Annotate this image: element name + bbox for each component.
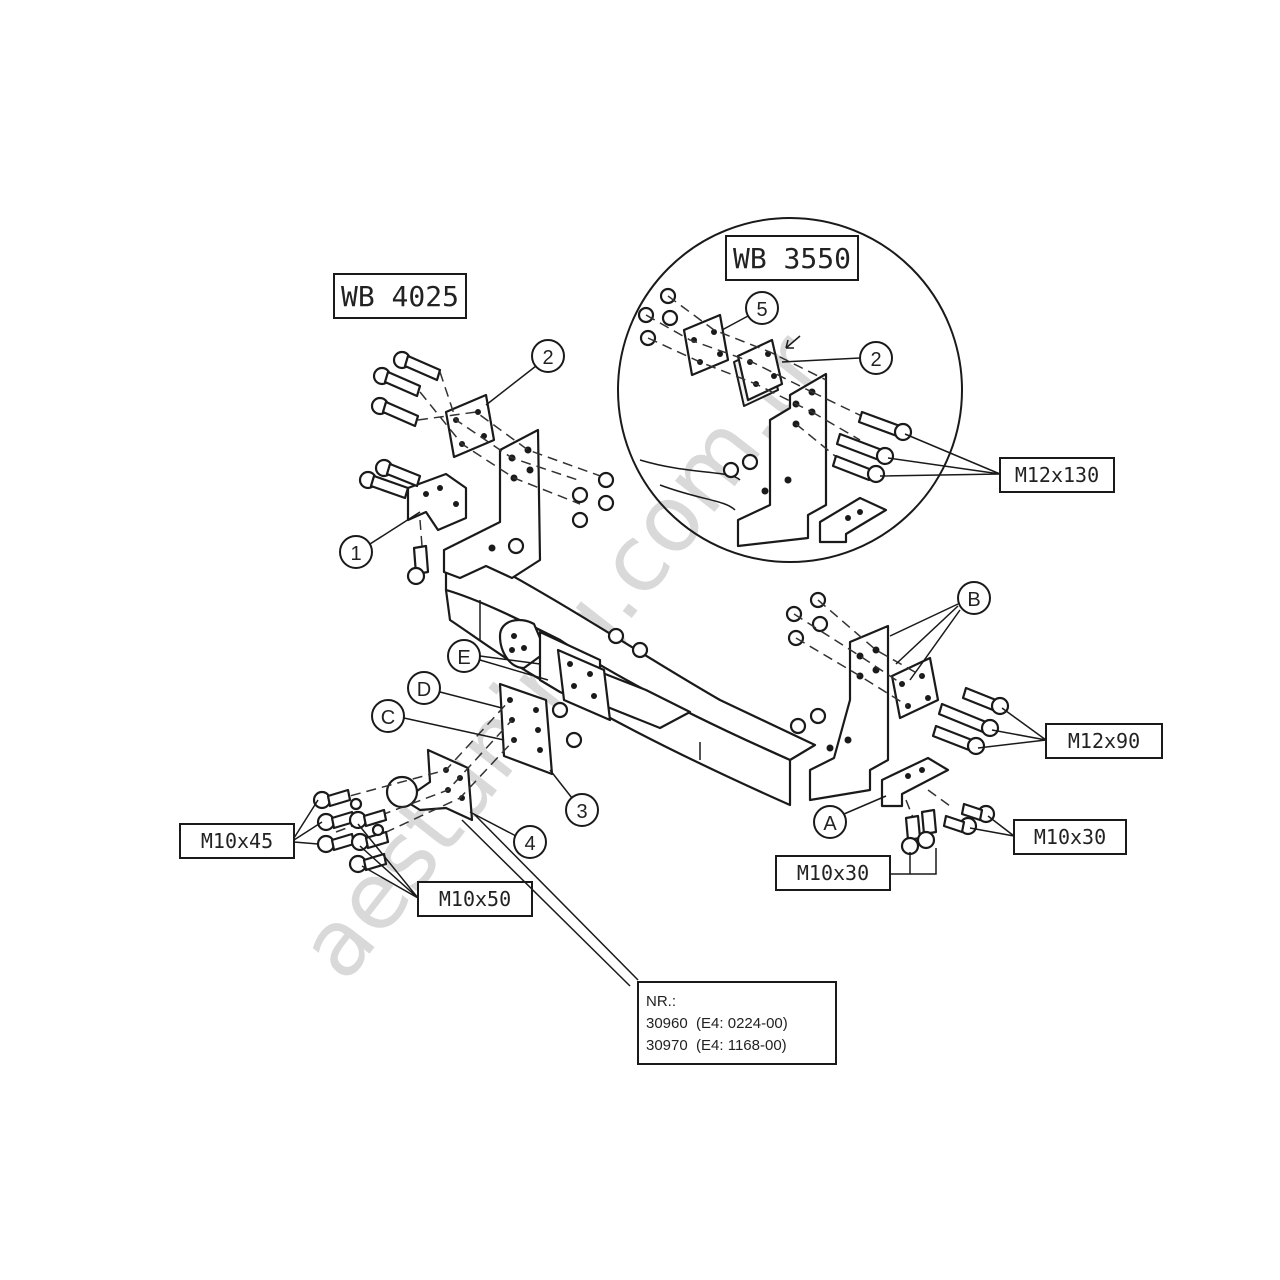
label-m12x130: M12x130 [1015, 463, 1099, 487]
part-A-bracket [880, 756, 996, 856]
m12x90-bolts [931, 686, 1010, 756]
callout-circles: 2 1 5 2 B E D C 3 4 [339, 291, 991, 859]
detail-variant-title: WB 3550 [733, 242, 851, 275]
label-m10x30-bottom: M10x30 [797, 861, 869, 885]
label-m10x30-right: M10x30 [1034, 825, 1106, 849]
left-bolts-upper [370, 350, 442, 428]
label-m12x90: M12x90 [1068, 729, 1140, 753]
callout-2-main: 2 [542, 347, 553, 369]
left-bracket-nuts [571, 471, 615, 529]
plate-2-main [444, 393, 496, 459]
info-box-line2: 30970 (E4: 1168-00) [646, 1037, 787, 1054]
m10-bolts-left [312, 788, 390, 874]
right-bracket-nuts [785, 591, 829, 735]
callout-2-detail: 2 [870, 349, 881, 371]
label-m10x45: M10x45 [201, 829, 273, 853]
callout-5: 5 [756, 299, 767, 321]
plate-B [890, 656, 940, 720]
part-E-mount [498, 618, 692, 749]
callout-D: D [417, 679, 431, 701]
callout-A: A [823, 813, 837, 835]
m12x130-bolts [831, 410, 913, 484]
left-side-bracket [442, 428, 542, 580]
callout-1: 1 [350, 543, 361, 565]
callout-E: E [457, 647, 470, 669]
main-variant-title: WB 4025 [341, 280, 459, 313]
callout-4: 4 [524, 833, 535, 855]
label-m10x50: M10x50 [439, 887, 511, 911]
info-box-line1: 30960 (E4: 0224-00) [646, 1015, 788, 1032]
callout-3: 3 [576, 801, 587, 823]
callout-C: C [381, 707, 395, 729]
info-box-header: NR.: [646, 993, 676, 1010]
callout-B: B [967, 589, 980, 611]
info-box [637, 981, 837, 1065]
part-1-bracket [358, 458, 468, 586]
detail-view-wb3550 [617, 217, 963, 563]
plate-D [498, 682, 554, 776]
